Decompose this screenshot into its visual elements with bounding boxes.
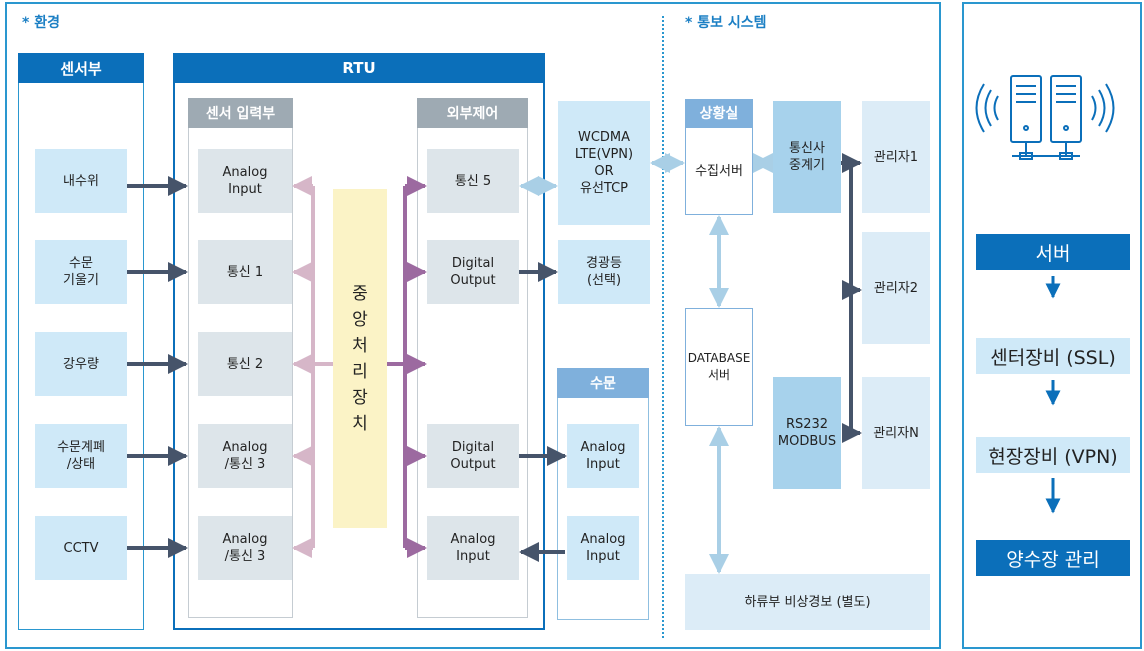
side-frame bbox=[962, 2, 1142, 649]
external-item: Digital Output bbox=[427, 424, 519, 488]
input-item: 통신 1 bbox=[198, 240, 292, 304]
sensor-item: 강우량 bbox=[35, 332, 127, 396]
env-title: * 환경 bbox=[22, 15, 60, 31]
floodgate-item: Analog Input bbox=[567, 516, 639, 580]
comm-network: WCDMA LTE(VPN) OR 유선TCP bbox=[558, 101, 650, 225]
cpu-char: 치 bbox=[352, 413, 368, 434]
center-equipment-label: 센터장비 (SSL) bbox=[976, 338, 1130, 374]
sensor-item: CCTV bbox=[35, 516, 127, 580]
control-room-header: 상황실 bbox=[685, 99, 753, 127]
floodgate-item: Analog Input bbox=[567, 424, 639, 488]
manager-item: 관리자N bbox=[862, 377, 930, 489]
section-divider bbox=[662, 16, 664, 638]
warning-light: 경광등 (선택) bbox=[558, 240, 650, 304]
input-item: Analog /통신 3 bbox=[198, 424, 292, 488]
cpu-char: 앙 bbox=[352, 309, 368, 330]
input-header: 센서 입력부 bbox=[188, 98, 293, 128]
external-item: Analog Input bbox=[427, 516, 519, 580]
external-item: 통신 5 bbox=[427, 149, 519, 213]
server-label: 서버 bbox=[976, 234, 1130, 270]
sensor-item: 수문 기울기 bbox=[35, 240, 127, 304]
database-server: DATABASE 서버 bbox=[685, 308, 753, 426]
floodgate-panel bbox=[557, 368, 649, 620]
central-processor: 중 앙 처 리 장 치 bbox=[333, 189, 387, 528]
input-item: 통신 2 bbox=[198, 332, 292, 396]
external-item: Digital Output bbox=[427, 240, 519, 304]
field-equipment-label: 현장장비 (VPN) bbox=[976, 437, 1130, 473]
sensor-header: 센서부 bbox=[18, 53, 144, 83]
cpu-char: 중 bbox=[352, 283, 368, 304]
downstream-alarm: 하류부 비상경보 (별도) bbox=[685, 574, 930, 630]
input-item: Analog Input bbox=[198, 149, 292, 213]
telecom-relay: 통신사 중계기 bbox=[773, 101, 841, 213]
notify-title: * 통보 시스템 bbox=[685, 15, 767, 31]
external-header: 외부제어 bbox=[417, 98, 528, 128]
sensor-item: 내수위 bbox=[35, 149, 127, 213]
main-frame bbox=[5, 2, 941, 649]
cpu-char: 리 bbox=[352, 361, 368, 382]
pump-station-label: 양수장 관리 bbox=[976, 540, 1130, 576]
input-item: Analog /통신 3 bbox=[198, 516, 292, 580]
cpu-char: 처 bbox=[352, 335, 368, 356]
manager-item: 관리자1 bbox=[862, 101, 930, 213]
collect-server: 수집서버 bbox=[685, 127, 753, 215]
rs232-modbus: RS232 MODBUS bbox=[773, 377, 841, 489]
manager-item: 관리자2 bbox=[862, 232, 930, 344]
sensor-item: 수문계폐 /상태 bbox=[35, 424, 127, 488]
cpu-char: 장 bbox=[352, 387, 368, 408]
floodgate-header: 수문 bbox=[557, 368, 649, 398]
rtu-header: RTU bbox=[173, 53, 545, 83]
